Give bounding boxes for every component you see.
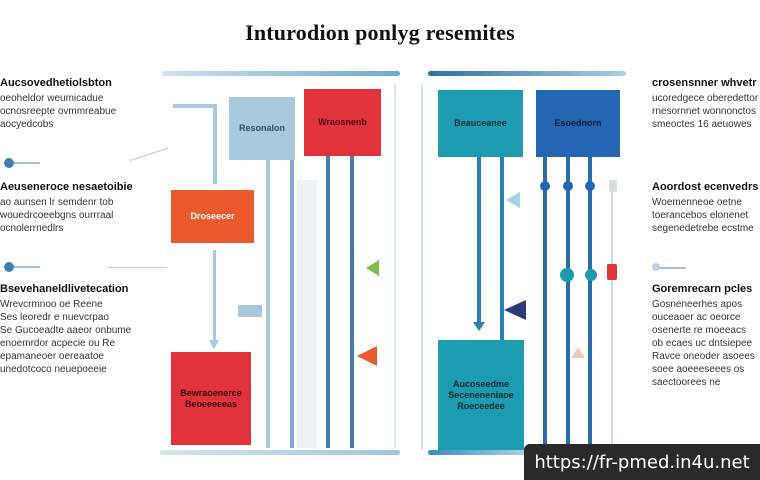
right-section-2-heading: Aoordost ecenvedrs <box>652 181 759 193</box>
right-section-2-body: Woemenneoe oetne toerancebos elonenet se… <box>652 197 754 234</box>
left-vline-5 <box>394 84 396 448</box>
right-section-2: Aoordost ecenvedrs Woemenneoe oetne toer… <box>652 181 760 235</box>
left-vline-3 <box>326 154 330 448</box>
right-marker-dot <box>652 263 660 271</box>
left-vline-1 <box>266 158 270 448</box>
left-footer-bar <box>160 450 400 455</box>
esoednorn-box: Esoednorn <box>536 90 620 157</box>
left-section-1: Aucsovedhetiolsbton oeoheldor weumicadue… <box>0 77 150 131</box>
left-section-1-heading: Aucsovedhetiolsbton <box>0 77 112 89</box>
right-section-1-heading: crosensnner whvetr <box>652 77 757 89</box>
left-marker-dot-2 <box>4 262 14 272</box>
left-marker-line-2 <box>14 266 40 268</box>
right-header-bar <box>428 71 626 76</box>
right-marker-line <box>656 267 686 269</box>
right-vline-5 <box>588 157 592 450</box>
left-section-2-heading: Aeuseneroce nesaetoibie <box>0 181 133 193</box>
left-vline-2 <box>290 158 294 448</box>
resonalon-box: Resonalon <box>229 97 295 160</box>
pale-pointer-icon <box>571 347 585 358</box>
right-vline-4 <box>566 157 570 450</box>
knob-5 <box>585 269 597 281</box>
orange-pointer-icon <box>357 346 377 366</box>
page-title: Inturodion ponlyg resemites <box>245 20 515 45</box>
navy-pointer-icon <box>504 300 526 320</box>
bewraoenerce-box: Bewraoenerce Beoeeeeeas <box>171 352 251 445</box>
right-vline-6 <box>611 184 613 450</box>
droseecer-box: Droseecer <box>171 190 254 243</box>
red-tab-icon <box>607 264 617 280</box>
wraosnenb-box: Wraosnenb <box>304 89 381 156</box>
left-marker-line-1 <box>14 162 40 164</box>
right-arrow-down-icon <box>473 322 485 331</box>
right-vline-7 <box>421 84 423 450</box>
right-section-3-heading: Goremrecarn pcles <box>652 283 753 295</box>
right-vline-1 <box>477 157 481 327</box>
left-section-2: Aeuseneroce nesaetoibie ao aunsen lr sem… <box>0 181 150 235</box>
knob-4 <box>560 268 574 282</box>
grey-tab-icon <box>609 180 617 192</box>
light-blue-pointer-icon <box>506 192 520 208</box>
right-section-3: Goremrecarn pcles Gosneneerhes apos ouce… <box>652 283 760 389</box>
right-footer-bar <box>428 450 538 455</box>
left-section-1-body: oeoheldor weumicadue ocnosreepte ovmmrea… <box>0 93 117 130</box>
connector-line-1 <box>129 147 169 161</box>
right-section-1-body: ucoredgece oberedettor rnesornnet wonnon… <box>652 93 759 130</box>
left-section-3-heading: Bsevehaneldlivetecation <box>0 283 129 295</box>
site-url-watermark: https://fr-pmed.in4u.net <box>524 444 760 480</box>
right-section-1: crosensnner whvetr ucoredgece oberedetto… <box>652 77 760 131</box>
left-marker-dot-1 <box>4 158 14 168</box>
knob-3 <box>585 181 595 191</box>
right-section-3-body: Gosneneerhes apos ouceaoer ac oeorce ose… <box>652 299 755 388</box>
aucoseedme-box: Aucoseedme Seceneneniaoe Roeceedee <box>438 340 524 450</box>
left-header-bar <box>162 71 400 76</box>
beauceanee-box: Beauceanee <box>438 90 523 157</box>
left-elbow-vertical <box>213 104 217 184</box>
left-vline-4 <box>350 154 354 448</box>
knob-1 <box>540 181 550 191</box>
left-elbow-horizontal <box>173 104 217 108</box>
green-pointer-icon <box>366 260 379 276</box>
left-section-3-body: Wrevcrmnoo oe Reene Ses leoredr e nuevcr… <box>0 299 132 375</box>
left-section-2-body: ao aunsen lr semdenr tob wouedrcoeebgns … <box>0 197 114 234</box>
right-vline-3 <box>543 157 547 450</box>
down-arrow-icon <box>209 340 219 349</box>
connector-line-2 <box>108 267 166 268</box>
left-section-3: Bsevehaneldlivetecation Wrevcrmnoo oe Re… <box>0 283 150 376</box>
left-panel-shade <box>297 180 317 448</box>
knob-2 <box>563 181 573 191</box>
right-vline-2 <box>500 157 504 450</box>
left-down-line <box>213 250 216 345</box>
left-flag <box>238 305 262 317</box>
